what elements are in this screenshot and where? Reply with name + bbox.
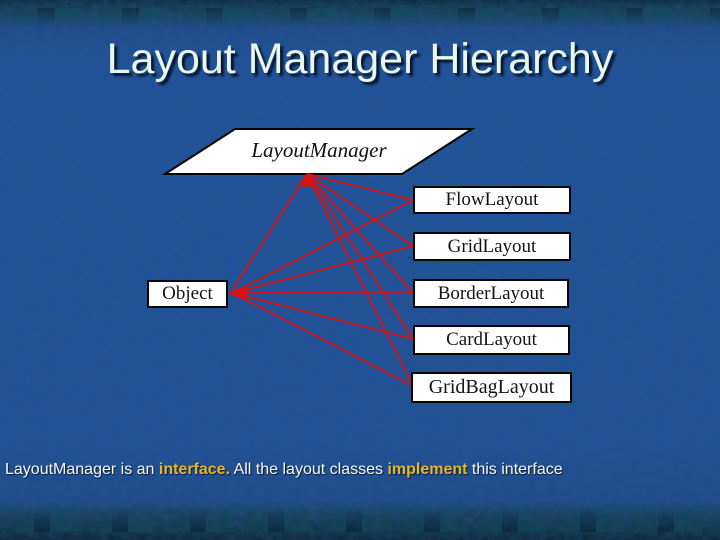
node-object: Object	[147, 280, 228, 308]
caption-text-1: LayoutManager is an	[5, 461, 159, 478]
arrowhead-object	[227, 285, 247, 301]
caption-highlight-interface: interface.	[158, 461, 231, 478]
caption-text-3: this interface	[467, 461, 563, 478]
caption-highlight-implement: implement	[387, 461, 468, 478]
node-cardlayout: CardLayout	[413, 325, 570, 355]
node-gridbaglayout: GridBagLayout	[411, 372, 572, 403]
caption: LayoutManager is an interface. All the l…	[5, 460, 705, 480]
page-title: Layout Manager Hierarchy	[106, 35, 614, 83]
interface-node-label: LayoutManager	[251, 138, 387, 162]
node-borderlayout: BorderLayout	[413, 279, 569, 308]
inheritance-lines	[232, 173, 414, 387]
node-gridlayout: GridLayout	[413, 232, 571, 261]
caption-text-2: All the layout classes	[230, 461, 388, 478]
node-flowlayout: FlowLayout	[413, 186, 571, 214]
